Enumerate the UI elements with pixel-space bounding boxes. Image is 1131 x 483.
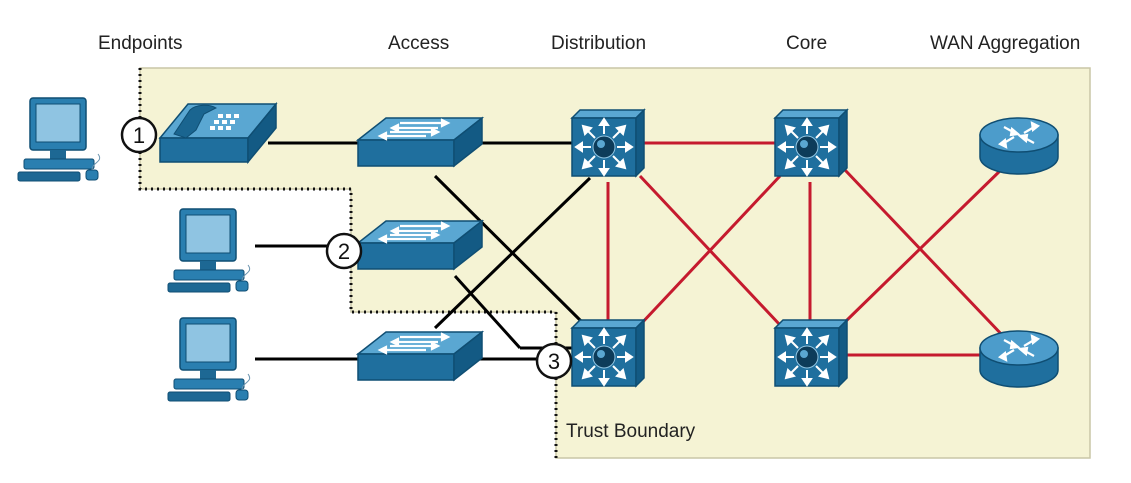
link-dist2-core1 xyxy=(638,174,782,327)
endpoint-pc-icon-2 xyxy=(167,208,251,293)
column-label-distribution: Distribution xyxy=(551,33,646,54)
access-switch-icon-3 xyxy=(356,330,484,382)
endpoint-pc-icon-3 xyxy=(167,317,251,402)
column-label-wan-aggregation: WAN Aggregation xyxy=(930,33,1080,54)
link-core1-wan2 xyxy=(843,168,1007,340)
badge-3: 3 xyxy=(535,342,573,380)
link-access1-dist2 xyxy=(433,174,587,327)
wan-router-icon-2 xyxy=(978,329,1060,389)
trusted-links xyxy=(606,141,1007,357)
trust-boundary-label: Trust Boundary xyxy=(566,421,696,442)
distribution-switch-icon-2 xyxy=(571,319,645,387)
distribution-switch-icon-1 xyxy=(571,109,645,177)
access-switch-icon-2 xyxy=(356,219,484,271)
core-switch-icon-2 xyxy=(774,319,848,387)
access-switch-icon-1 xyxy=(356,116,484,168)
wan-router-icon-1 xyxy=(978,116,1060,176)
link-access2-dist1 xyxy=(433,176,592,330)
badge-1-number: 1 xyxy=(133,123,145,148)
badge-1: 1 xyxy=(120,116,158,154)
core-switch-icon-1 xyxy=(774,109,848,177)
link-core2-wan1 xyxy=(843,164,1007,324)
column-label-access: Access xyxy=(388,33,449,54)
badge-2-number: 2 xyxy=(338,239,350,264)
badge-2: 2 xyxy=(325,232,363,270)
endpoint-pc-icon-1 xyxy=(17,97,101,182)
trust-boundary-line xyxy=(138,68,558,458)
column-label-endpoints: Endpoints xyxy=(98,33,183,54)
column-label-core: Core xyxy=(786,33,827,54)
link-access2-dist2 xyxy=(453,274,522,350)
badge-3-number: 3 xyxy=(548,349,560,374)
